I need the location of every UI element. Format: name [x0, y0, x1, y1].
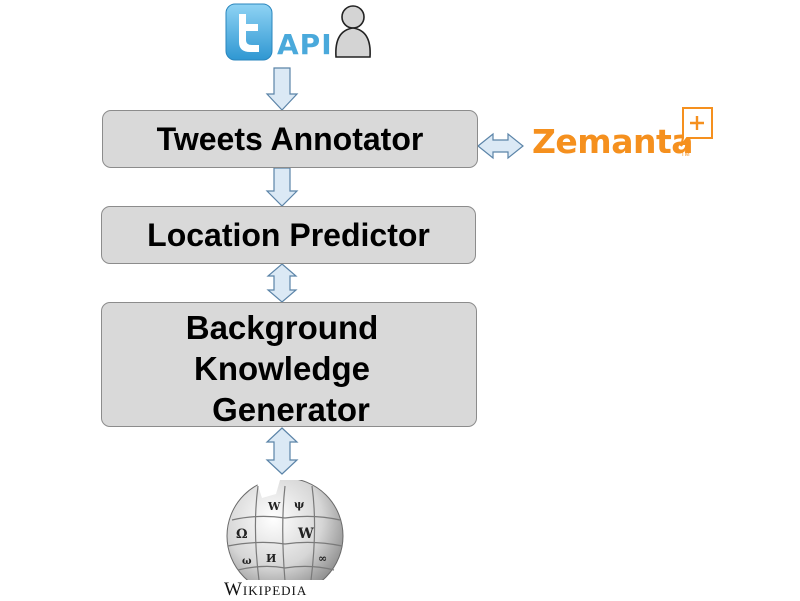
- generator-label-line-3: Generator: [212, 391, 370, 428]
- location-predictor-box: Location Predictor: [101, 206, 476, 264]
- arrow-api-to-annotator: [265, 67, 299, 111]
- arrow-annotator-to-predictor: [265, 167, 299, 207]
- zemanta-wordmark: Zemanta: [532, 122, 694, 161]
- svg-text:ψ: ψ: [294, 498, 304, 511]
- wikipedia-wordmark: Wikipedia: [224, 579, 308, 600]
- arrow-predictor-generator: [266, 263, 298, 303]
- generator-label-line-2: Knowledge: [193, 350, 370, 387]
- api-label: API: [277, 28, 333, 61]
- tweets-annotator-label: Tweets Annotator: [156, 120, 424, 157]
- generator-label-line-1: Background: [185, 309, 379, 346]
- person-icon: [335, 5, 371, 58]
- arrow-annotator-zemanta: [477, 132, 524, 160]
- arrow-generator-wikipedia: [265, 427, 299, 475]
- wikipedia-globe-icon: Ω W ψ W И ∞ ω: [226, 480, 344, 580]
- zemanta-bubble-icon: [680, 107, 713, 147]
- tweets-annotator-box: Tweets Annotator: [102, 110, 478, 168]
- svg-text:ω: ω: [242, 556, 252, 567]
- svg-text:∞: ∞: [318, 552, 327, 565]
- background-knowledge-generator-box: Background Knowledge Generator: [101, 302, 477, 428]
- svg-text:И: И: [266, 552, 276, 565]
- svg-text:W: W: [267, 500, 281, 513]
- svg-text:W: W: [297, 526, 314, 542]
- svg-text:Ω: Ω: [236, 527, 248, 542]
- twitter-logo-icon: [225, 3, 273, 61]
- location-predictor-label: Location Predictor: [147, 216, 430, 253]
- zemanta-trademark: TM: [681, 152, 690, 158]
